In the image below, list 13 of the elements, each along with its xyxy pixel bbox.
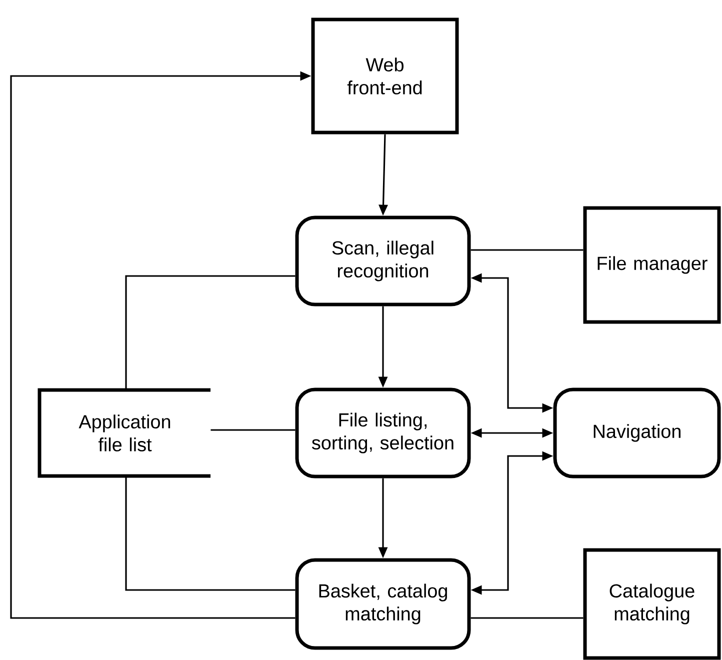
connector-line: [210, 429, 296, 431]
process-box: Catalogue matching: [583, 548, 721, 660]
process-box: Web front-end: [311, 18, 459, 134]
connector-line: [470, 249, 584, 251]
process-box: Basket, catalog matching: [295, 558, 471, 650]
connector-line: [125, 275, 296, 390]
connector-line: [125, 476, 296, 591]
data-store: Application file list: [38, 388, 210, 478]
process-box: File listing, sorting, selection: [295, 388, 471, 478]
process-box: Scan, illegal recognition: [295, 216, 471, 306]
process-box: Navigation: [553, 388, 721, 478]
process-box: File manager: [583, 206, 721, 324]
connector-line: [470, 617, 584, 619]
